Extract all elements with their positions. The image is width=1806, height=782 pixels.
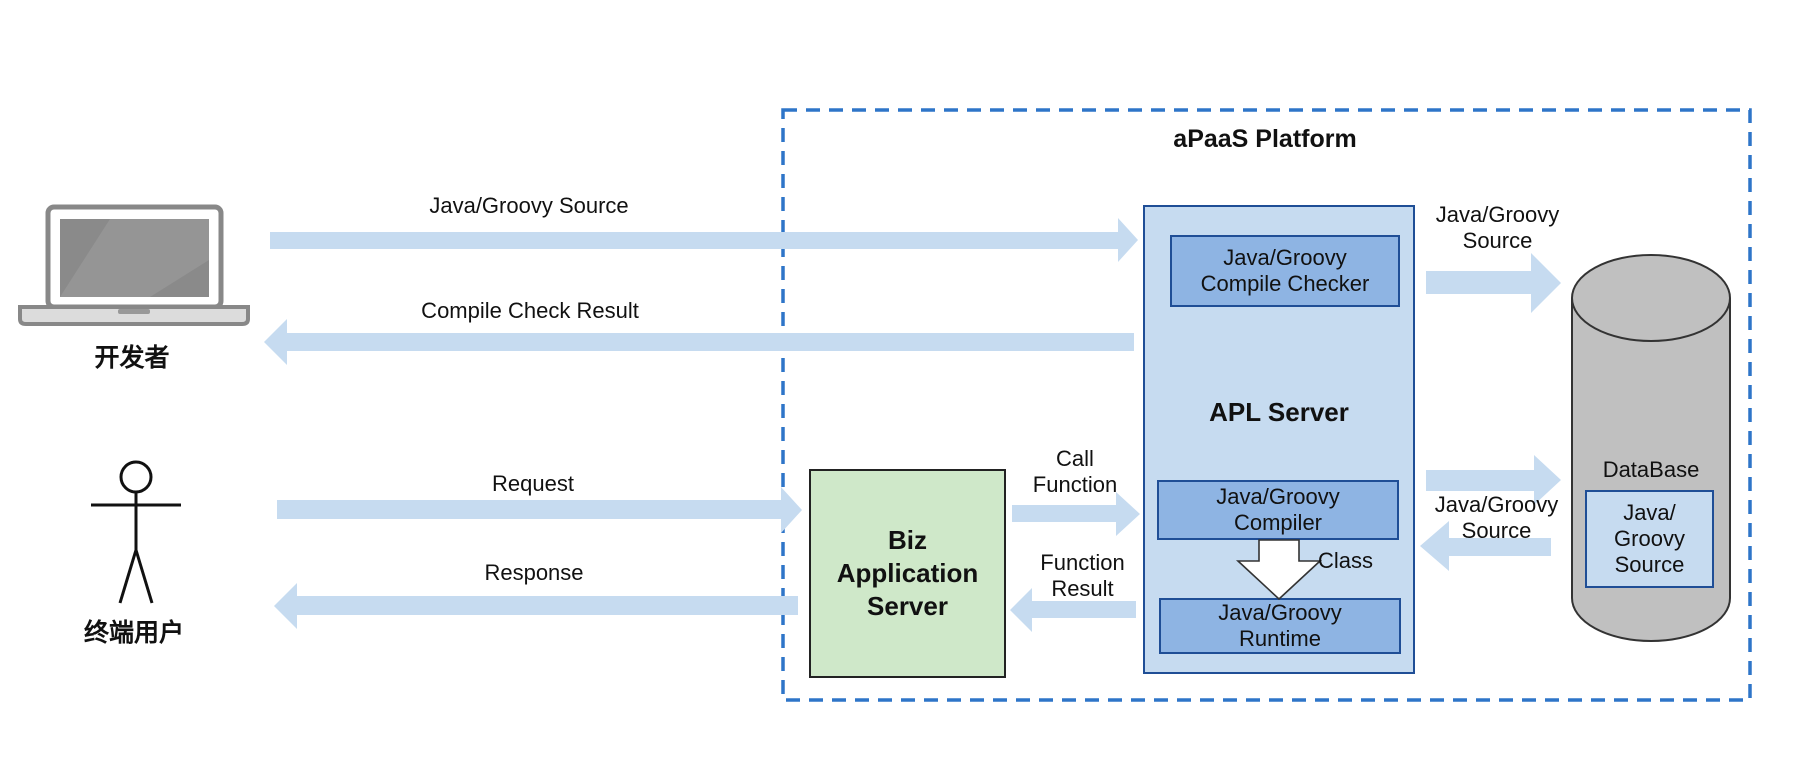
laptop-icon: [18, 204, 250, 326]
request-label: Request: [492, 471, 574, 496]
arrow-apl-to-db-mid: [1426, 455, 1561, 505]
arrow-db-to-apl: [1420, 521, 1551, 571]
platform-boundary: [781, 108, 1752, 702]
arrow-source-to-apl: [270, 218, 1138, 262]
apl-to-db-label: Java/Groovy Source: [1435, 202, 1560, 253]
arrow-apl-to-db-top: [1426, 253, 1561, 313]
developer-label: 开发者: [94, 343, 170, 372]
arrow-response: [274, 583, 798, 629]
check-result-label: Compile Check Result: [421, 298, 639, 323]
end-user-label: 终端用户: [83, 618, 185, 647]
function-result-label: Function Result: [1040, 550, 1125, 601]
compiler-text: Java/Groovy Compiler: [1216, 484, 1340, 535]
arrow-request: [277, 487, 802, 533]
biz-server-text: Biz Application Server: [836, 525, 979, 621]
compiler-box: [1157, 480, 1399, 540]
class-down-arrow: [1235, 539, 1323, 601]
response-label: Response: [484, 560, 584, 585]
database-inner-box: [1585, 490, 1714, 588]
compile-checker-text: Java/Groovy Compile Checker: [1200, 245, 1370, 296]
compile-checker-box: [1170, 235, 1400, 307]
arrow-call-function: [1012, 492, 1140, 536]
arrow-function-result: [1010, 588, 1136, 632]
apl-server-title: APL Server: [1209, 397, 1349, 427]
biz-server-box: [809, 469, 1006, 678]
flow-arrows: [264, 218, 1561, 632]
class-label: Class: [1318, 548, 1374, 573]
platform-title: aPaaS Platform: [1173, 125, 1357, 153]
runtime-text: Java/Groovy Runtime: [1218, 600, 1342, 651]
call-function-label: Call Function: [1032, 446, 1118, 497]
arrow-check-result: [264, 319, 1134, 365]
database-inner-text: Java/ Groovy Source: [1614, 500, 1685, 577]
db-to-apl-label: Java/Groovy Source: [1434, 492, 1559, 543]
source-to-apl-label: Java/Groovy Source: [429, 193, 629, 218]
user-figure-icon: [91, 460, 181, 604]
database-label: DataBase: [1602, 457, 1700, 482]
